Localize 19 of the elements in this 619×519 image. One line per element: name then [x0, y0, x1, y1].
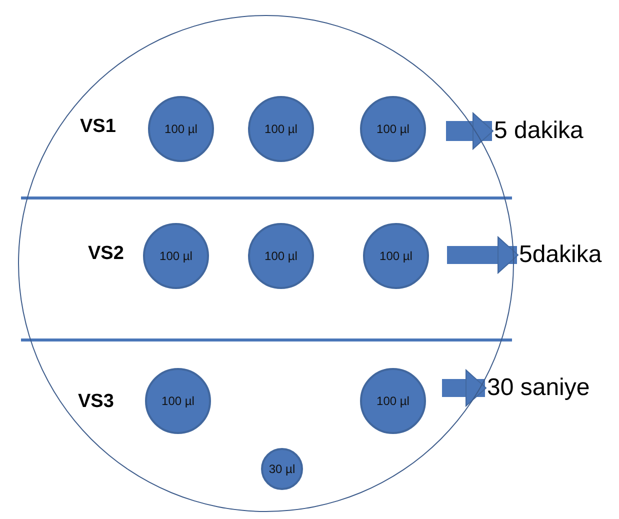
well-circle: 100 µl — [363, 223, 429, 289]
row-label: VS1 — [80, 116, 116, 138]
block-arrow — [447, 236, 518, 274]
well-circle: 100 µl — [248, 96, 314, 162]
row-label: VS2 — [88, 243, 124, 265]
well-circle: 100 µl — [248, 223, 314, 289]
block-arrow — [446, 112, 494, 150]
time-label: 5dakika — [519, 237, 614, 273]
plate-circle — [18, 15, 514, 512]
row-label: VS3 — [78, 391, 114, 413]
well-circle: 100 µl — [148, 96, 214, 162]
well-circle: 100 µl — [143, 223, 209, 289]
well-circle: 100 µl — [360, 368, 426, 434]
time-label: 5 dakika — [494, 113, 604, 149]
block-arrow — [442, 370, 486, 406]
well-circle: 100 µl — [145, 368, 211, 434]
time-label: 30 saniye — [487, 370, 607, 406]
well-circle: 100 µl — [360, 96, 426, 162]
well-circle: 30 µl — [261, 448, 303, 490]
